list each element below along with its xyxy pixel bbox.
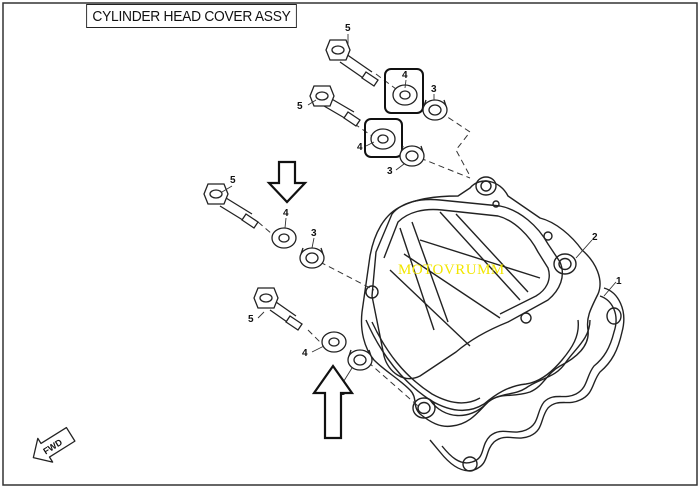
seal-3-bottom bbox=[347, 349, 373, 371]
callout-5: 5 bbox=[345, 23, 351, 34]
arrow-up-icon bbox=[311, 364, 355, 440]
washer-4-bottom bbox=[321, 331, 347, 353]
bolt-5-second bbox=[309, 85, 361, 127]
assembly-lines bbox=[257, 73, 471, 407]
washer-4-third bbox=[271, 227, 297, 249]
callout-4: 4 bbox=[283, 208, 289, 219]
seal-3-top bbox=[422, 99, 448, 121]
washer-4-second bbox=[370, 128, 396, 150]
bolt-5-third bbox=[203, 183, 259, 229]
callout-1: 1 bbox=[616, 276, 622, 287]
callout-3: 3 bbox=[387, 166, 393, 177]
callout-3: 3 bbox=[431, 84, 437, 95]
diagram-title: CYLINDER HEAD COVER ASSY bbox=[86, 4, 297, 28]
callout-4: 4 bbox=[402, 70, 408, 81]
callout-4: 4 bbox=[357, 142, 363, 153]
callout-5: 5 bbox=[248, 314, 254, 325]
callout-leaders bbox=[221, 34, 617, 385]
gasket-part-1 bbox=[429, 287, 625, 472]
highlight-box-top bbox=[384, 68, 424, 114]
seal-3-second bbox=[399, 145, 425, 167]
arrow-down-icon bbox=[266, 160, 308, 204]
callout-4: 4 bbox=[302, 348, 308, 359]
cylinder-head-cover bbox=[360, 176, 601, 428]
bolt-5-bottom bbox=[253, 287, 303, 331]
callout-3: 3 bbox=[311, 228, 317, 239]
fwd-arrow-icon: FWD bbox=[32, 426, 76, 463]
watermark-text: MOTOVRUMM bbox=[398, 262, 505, 278]
callout-2: 2 bbox=[592, 232, 598, 243]
callout-5: 5 bbox=[230, 175, 236, 186]
bolt-5-top bbox=[325, 39, 379, 87]
seal-3-third bbox=[299, 247, 325, 269]
callout-5: 5 bbox=[297, 101, 303, 112]
highlight-box-second bbox=[364, 118, 403, 158]
